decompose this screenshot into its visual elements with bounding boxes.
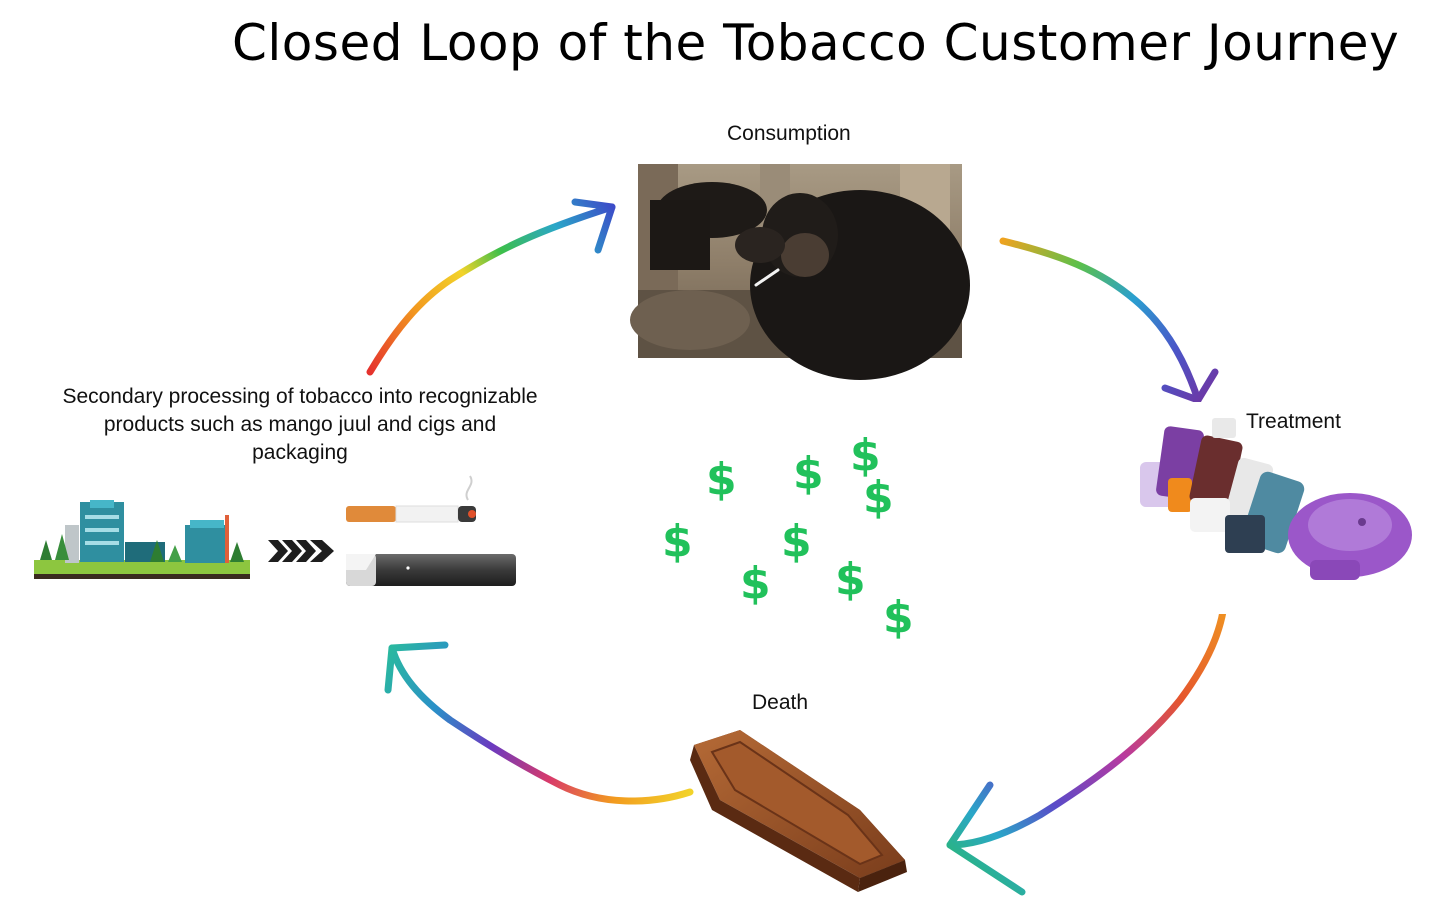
dollar-sign: $ <box>793 448 824 499</box>
dollar-sign: $ <box>781 516 812 567</box>
cigarette-image <box>346 475 476 523</box>
dollar-sign: $ <box>835 554 866 605</box>
inhalers-image <box>1124 402 1442 614</box>
juul-device-image <box>346 554 516 586</box>
dollar-sign: $ <box>706 454 737 505</box>
coffin-image <box>690 730 907 892</box>
rainbow-arrow-to-treatment <box>999 237 1219 404</box>
chimpanzee-photo <box>630 164 970 380</box>
chevron-arrows <box>268 540 334 562</box>
dollar-sign: $ <box>740 558 771 609</box>
rainbow-arrow-to-death <box>946 574 1229 896</box>
dollar-sign: $ <box>662 516 693 567</box>
dollar-sign: $ <box>883 592 914 643</box>
diagram-title: Closed Loop of the Tobacco Customer Jour… <box>232 14 1400 72</box>
dollar-sign: $ <box>863 472 894 523</box>
consumption-label: Consumption <box>727 122 851 145</box>
rainbow-arrow-to-secondary <box>384 641 694 805</box>
death-label: Death <box>752 691 809 714</box>
dollar-sign: $ <box>850 430 881 481</box>
rainbow-arrow-to-consumption <box>366 198 616 376</box>
treatment-label: Treatment <box>1246 410 1341 433</box>
secondary-processing-label: Secondary processing of tobacco into rec… <box>62 385 538 464</box>
factory-image <box>34 500 250 579</box>
